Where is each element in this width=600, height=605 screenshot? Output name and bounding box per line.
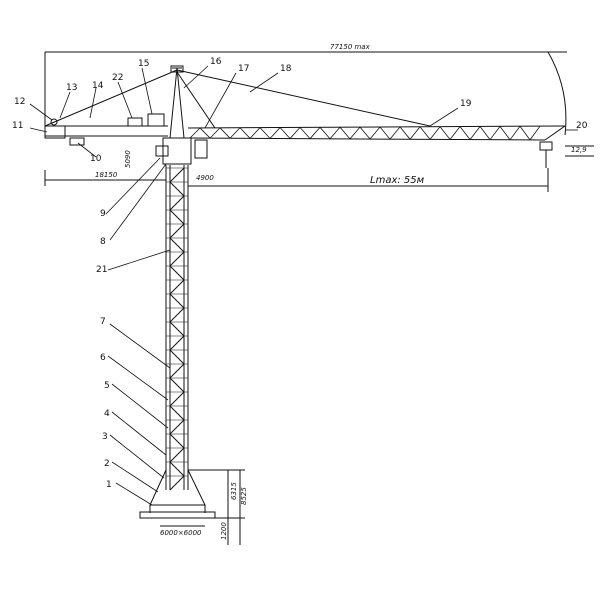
counter-jib-dimension: 18150 4900 5090 [44, 150, 214, 186]
small-dimension-a: 4900 [196, 174, 214, 182]
part-number-5: 5 [104, 381, 110, 391]
jib-length-text: Lmax: 55м [370, 175, 425, 186]
part-number-12: 12 [14, 97, 25, 107]
counter-jib [44, 69, 178, 146]
part-number-6: 6 [100, 353, 106, 363]
part-number-19: 19 [460, 99, 472, 109]
part-number-10: 10 [90, 154, 102, 164]
counter-jib-dimension-text: 18150 [95, 171, 118, 179]
tower-mast [165, 165, 189, 491]
main-jib [176, 69, 566, 168]
top-dimension-line: 77150 max [44, 43, 567, 136]
part-number-14: 14 [92, 81, 104, 91]
part-number-16: 16 [210, 57, 222, 67]
base-dimension-3: 1200 [220, 522, 228, 540]
base-dimension-2: 6315 [230, 482, 238, 500]
small-dimension-b: 5090 [124, 150, 132, 168]
right-dimension-text: 12,9 [571, 146, 587, 154]
base-size-text: 6000×6000 [160, 529, 202, 537]
part-number-15: 15 [138, 59, 149, 69]
jib-dimension: Lmax: 55м [187, 168, 549, 192]
part-number-18: 18 [280, 64, 292, 74]
part-number-22: 22 [112, 73, 123, 83]
part-number-3: 3 [102, 432, 108, 442]
part-number-7: 7 [100, 317, 106, 327]
turret [155, 65, 192, 165]
part-number-17: 17 [238, 64, 249, 74]
part-number-4: 4 [104, 409, 110, 419]
crane-base: 6000×6000 8525 6315 1200 [139, 469, 248, 545]
leader-lines [29, 65, 578, 506]
part-number-21: 21 [96, 265, 107, 275]
part-number-2: 2 [104, 459, 110, 469]
part-number-1: 1 [106, 480, 112, 490]
top-dimension-text: 77150 max [330, 43, 371, 51]
part-number-9: 9 [100, 209, 106, 219]
part-number-13: 13 [66, 83, 77, 93]
right-dimension: 12,9 [565, 145, 594, 157]
part-numbers: 1 2 3 4 5 6 7 8 9 10 11 12 13 14 15 16 1… [12, 57, 588, 490]
part-number-8: 8 [100, 237, 106, 247]
part-number-11: 11 [12, 121, 23, 131]
base-dimension-1: 8525 [240, 487, 248, 505]
part-number-20: 20 [576, 121, 588, 131]
